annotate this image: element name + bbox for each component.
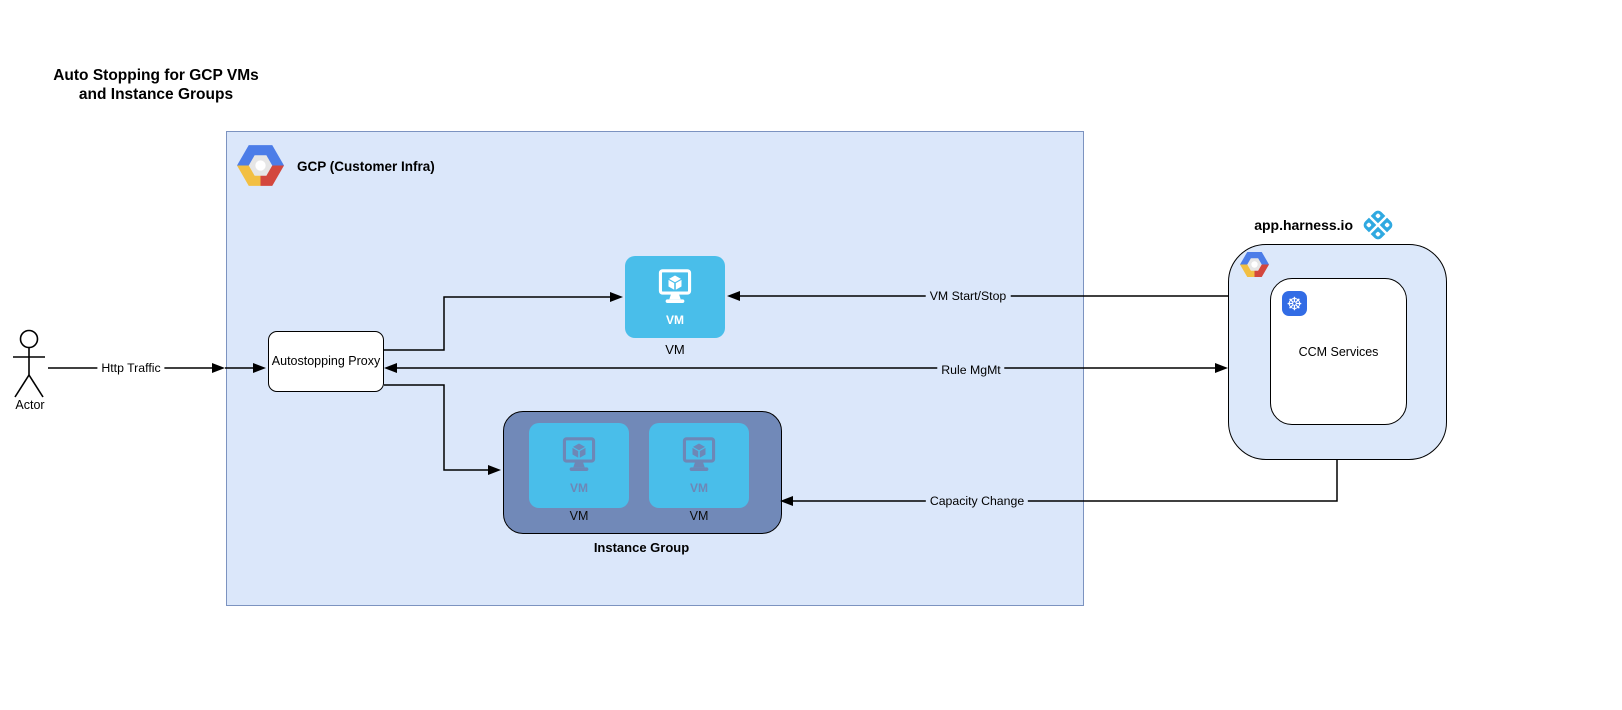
kubernetes-glyph: ☸: [1286, 293, 1303, 314]
harness-domain-label: app.harness.io: [1254, 217, 1353, 233]
gcp-logo-icon: [237, 145, 284, 186]
autostopping-proxy-label: Autostopping Proxy: [271, 354, 381, 368]
vm-icon-label: VM: [690, 481, 708, 495]
vm-monitor-icon: [682, 437, 716, 471]
instance-group-vm-2: VM: [649, 423, 749, 508]
diagram-title: Auto Stopping for GCP VMs and Instance G…: [53, 67, 259, 103]
instance-group-vm-2-caption: VM: [689, 509, 709, 523]
instance-group-vm-1: VM: [529, 423, 629, 508]
instance-group-vm-1-caption: VM: [569, 509, 589, 523]
vm-start-stop-edge-label: VM Start/Stop: [925, 288, 1011, 304]
vm-monitor-icon: [658, 268, 692, 303]
gcp-logo-icon: [1240, 251, 1269, 278]
vm-caption: VM: [665, 342, 685, 357]
actor-label: Actor: [15, 398, 45, 412]
vm-icon-label: VM: [666, 312, 684, 327]
capacity-change-edge-label: Capacity Change: [925, 493, 1029, 509]
harness-logo-icon: [1363, 210, 1393, 240]
vm-node: VM: [625, 256, 725, 338]
ccm-services-label: CCM Services: [1298, 344, 1379, 359]
autostopping-proxy-box: Autostopping Proxy: [268, 331, 384, 392]
rule-mgmt-edge-label: Rule MgMt: [937, 362, 1005, 378]
kubernetes-icon: ☸: [1282, 291, 1307, 316]
http-traffic-edge-label: Http Traffic: [97, 360, 165, 376]
vm-monitor-icon: [562, 437, 596, 471]
instance-group-label: Instance Group: [593, 540, 690, 555]
gcp-box-label: GCP (Customer Infra): [297, 159, 435, 174]
vm-icon-label: VM: [570, 481, 588, 495]
actor-figure-icon: [13, 329, 45, 398]
